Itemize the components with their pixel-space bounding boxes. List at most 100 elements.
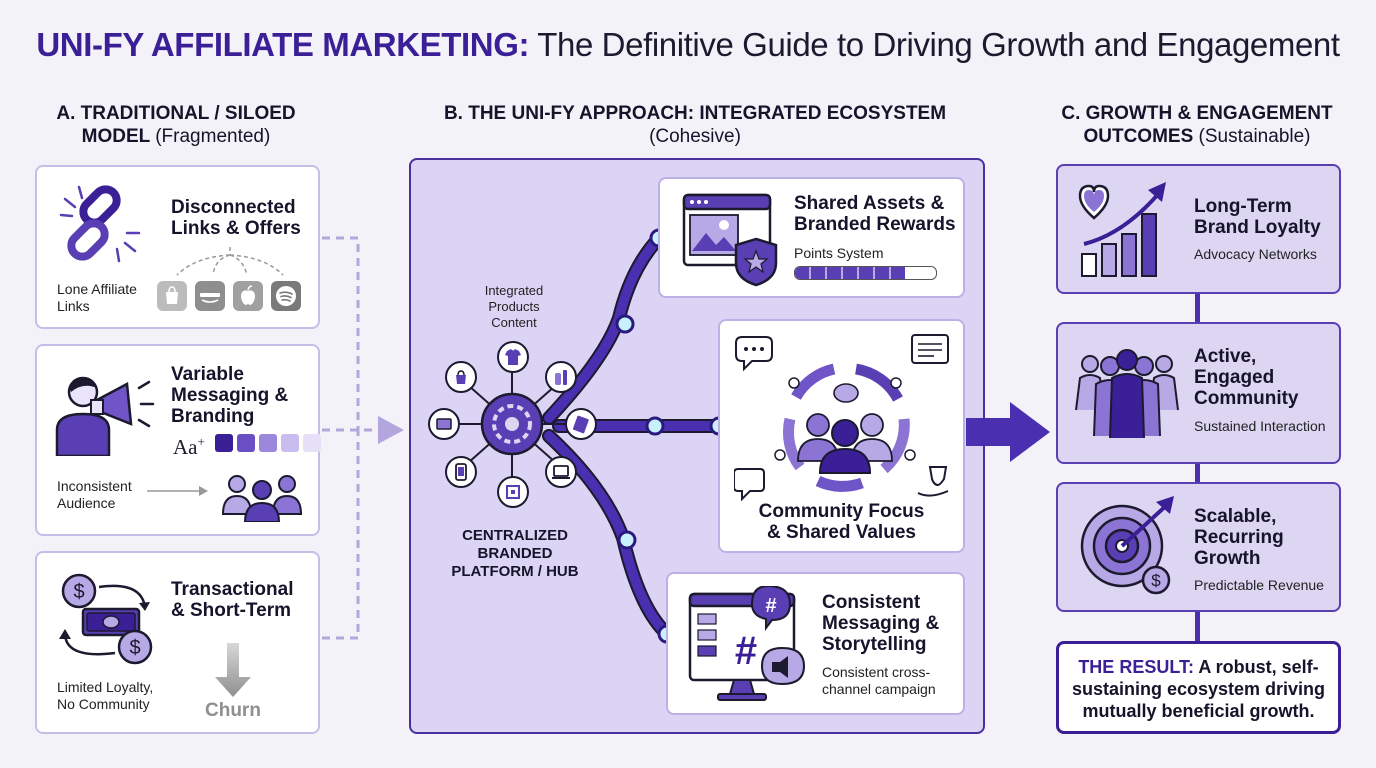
- engaged-community-icon: [1075, 349, 1179, 439]
- inconsistent-audience-caption-line1: Inconsistent: [57, 478, 132, 494]
- variable-messaging-title-line1: Variable: [171, 364, 244, 385]
- monitor-hashtag-icon: # #: [688, 586, 806, 701]
- outcome-loyalty-caption: Advocacy Networks: [1194, 246, 1317, 262]
- consistent-messaging-title: Consistent Messaging & Storytelling: [822, 592, 939, 655]
- laptop-node-icon: [545, 456, 577, 488]
- page-title: UNI-FY AFFILIATE MARKETING: The Definiti…: [0, 26, 1376, 64]
- result-box: THE RESULT: A robust, self- sustaining e…: [1056, 641, 1341, 734]
- title-rest: The Definitive Guide to Driving Growth a…: [537, 26, 1340, 63]
- swatch-5: [303, 434, 321, 452]
- points-progress-bar: [794, 266, 937, 280]
- outcome-loyalty-title: Long-Term Brand Loyalty: [1194, 196, 1321, 238]
- audience-group-icon: [221, 475, 303, 522]
- transactional-title-line2: & Short-Term: [171, 600, 291, 621]
- dashed-connectors: [176, 247, 284, 276]
- broken-chain-icon: [59, 185, 141, 263]
- outcome-loyalty-title-line1: Long-Term: [1194, 196, 1292, 217]
- outcome-growth-title: Scalable, Recurring Growth: [1194, 506, 1284, 569]
- lone-affiliate-caption: Lone Affiliate Links: [57, 281, 137, 315]
- apple-logo-icon: [233, 281, 263, 311]
- limited-loyalty-caption-line1: Limited Loyalty,: [57, 679, 154, 695]
- swatch-1: [215, 434, 233, 452]
- megaphone-person-icon: [55, 376, 155, 456]
- outcome-card-growth: $ Scalable, Recurring Growth Predictable…: [1056, 482, 1341, 612]
- color-swatches: [215, 434, 321, 452]
- disconnected-links-title: Disconnected Links & Offers: [171, 197, 301, 239]
- limited-loyalty-caption: Limited Loyalty, No Community: [57, 679, 153, 713]
- column-a-heading-model: MODEL: [81, 126, 150, 147]
- tshirt-node-icon: [497, 341, 529, 373]
- variable-messaging-title-line3: Branding: [171, 406, 255, 427]
- result-text1: A robust, self-: [1198, 657, 1319, 677]
- points-system-label: Points System: [794, 245, 884, 261]
- column-c-heading-sub: (Sustainable): [1198, 126, 1311, 147]
- column-c-heading-line2: OUTCOMES (Sustainable): [1046, 125, 1348, 148]
- column-a-heading-line1: A. TRADITIONAL / SILOED: [56, 103, 296, 124]
- community-circle-icon: [734, 334, 949, 501]
- disconnected-links-title-line1: Disconnected: [171, 197, 296, 218]
- consistent-messaging-title-line1: Consistent: [822, 592, 921, 613]
- inconsistent-audience-caption: Inconsistent Audience: [57, 478, 132, 512]
- churn-label: Churn: [205, 700, 261, 721]
- outcome-community-title-line1: Active,: [1194, 346, 1257, 367]
- transactional-title-line1: Transactional: [171, 579, 294, 600]
- result-line2: sustaining ecosystem driving: [1071, 679, 1326, 699]
- bottles-node-icon: [545, 361, 577, 393]
- title-brand: UNI-FY AFFILIATE MARKETING:: [36, 26, 530, 63]
- hub-name-line1: CENTRALIZED: [462, 527, 568, 544]
- consistent-messaging-title-line2: Messaging &: [822, 613, 940, 634]
- integrated-products-label: Integrated Products Content: [464, 283, 564, 331]
- inconsistent-audience-caption-line2: Audience: [57, 495, 116, 511]
- transactional-title: Transactional & Short-Term: [171, 579, 294, 621]
- svg-text:#: #: [765, 595, 776, 617]
- column-a-heading-sub: (Fragmented): [155, 126, 271, 147]
- font-sample-plus: +: [197, 434, 205, 449]
- consistent-messaging-card: # # Consistent Messaging & Storytelling …: [666, 572, 965, 715]
- column-b-heading: B. THE UNI-FY APPROACH: INTEGRATED ECOSY…: [400, 102, 990, 148]
- siloed-to-hub-connectors: [322, 236, 404, 640]
- lone-affiliate-caption-line1: Lone Affiliate: [57, 281, 137, 297]
- spotify-logo-icon: [271, 281, 301, 311]
- outcomes-connector-line: [1195, 290, 1200, 650]
- outcome-growth-caption: Predictable Revenue: [1194, 577, 1324, 593]
- bag-node-icon: [445, 361, 477, 393]
- result-label: THE RESULT:: [1078, 657, 1194, 677]
- column-b-heading-line1: B. THE UNI-FY APPROACH: INTEGRATED ECOSY…: [443, 103, 947, 124]
- result-line1: THE RESULT: A robust, self-: [1059, 656, 1338, 678]
- amazon-logo-icon: [195, 281, 225, 311]
- hub-name-line3: PLATFORM / HUB: [451, 563, 579, 580]
- big-arrow-right-icon: [966, 402, 1050, 462]
- outcome-card-community: Active, Engaged Community Sustained Inte…: [1056, 322, 1341, 464]
- consistent-messaging-title-line3: Storytelling: [822, 634, 927, 655]
- community-focus-title-line2: & Shared Values: [767, 522, 916, 543]
- swatch-2: [237, 434, 255, 452]
- loyalty-growth-icon: [1078, 182, 1166, 277]
- churn-arrow-icon: [215, 643, 251, 697]
- outcome-community-title: Active, Engaged Community: [1194, 346, 1299, 409]
- variable-messaging-title: Variable Messaging & Branding: [171, 364, 288, 427]
- outcome-growth-title-line1: Scalable,: [1194, 506, 1277, 527]
- hub-name: CENTRALIZED BRANDED PLATFORM / HUB: [430, 527, 600, 581]
- font-sample-text: Aa: [173, 435, 198, 459]
- outcome-community-caption: Sustained Interaction: [1194, 418, 1326, 434]
- community-focus-title: Community Focus & Shared Values: [720, 501, 963, 543]
- community-focus-title-line1: Community Focus: [758, 501, 925, 522]
- outcome-growth-title-line3: Growth: [1194, 548, 1261, 569]
- shared-assets-title: Shared Assets & Branded Rewards: [794, 193, 956, 235]
- screen-node-icon: [428, 408, 460, 440]
- font-sample: Aa+: [173, 434, 205, 460]
- shopify-logo-icon: [157, 281, 187, 311]
- swatch-3: [259, 434, 277, 452]
- transactional-card: $ $ Transactional & Short-Term Limited L…: [35, 551, 320, 734]
- outcome-community-title-line3: Community: [1194, 388, 1299, 409]
- cross-channel-caption-line2: channel campaign: [822, 681, 936, 697]
- arrow-right-icon: [147, 486, 208, 496]
- column-c-heading-outcomes: OUTCOMES: [1083, 126, 1194, 147]
- outcome-growth-title-line2: Recurring: [1194, 527, 1284, 548]
- disconnected-links-card: Disconnected Links & Offers Lone Affilia…: [35, 165, 320, 329]
- limited-loyalty-caption-line2: No Community: [57, 696, 150, 712]
- shared-assets-title-line2: Branded Rewards: [794, 214, 956, 235]
- column-b-heading-sub: (Cohesive): [649, 126, 741, 147]
- integrated-products-label-line1: Integrated: [484, 283, 544, 298]
- integrated-products-label-line3: Content: [491, 315, 537, 330]
